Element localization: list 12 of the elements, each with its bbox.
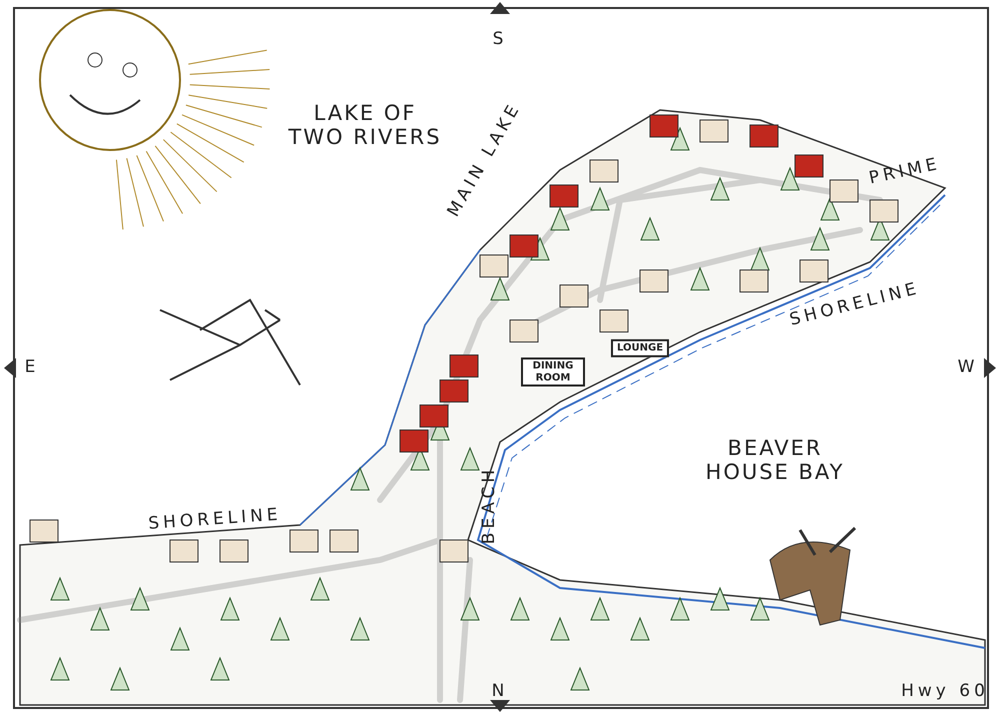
- compass-letter: S: [492, 30, 508, 50]
- shoreline-name: SHORELINE: [148, 506, 282, 534]
- building-sign: DINING ROOM: [521, 358, 585, 386]
- road-name: Hwy 60: [901, 682, 989, 702]
- compass-letter: N: [492, 682, 508, 702]
- beach-name: BEACH: [480, 466, 500, 544]
- compass-letter: W: [958, 358, 978, 378]
- bay-name: BEAVER HOUSE BAY: [704, 436, 846, 484]
- building-sign: LOUNGE: [610, 339, 670, 357]
- lake-name: LAKE OF TWO RIVERS: [287, 100, 443, 150]
- compass-letter: E: [24, 358, 40, 378]
- shoreline-name: PRIME: [868, 154, 942, 190]
